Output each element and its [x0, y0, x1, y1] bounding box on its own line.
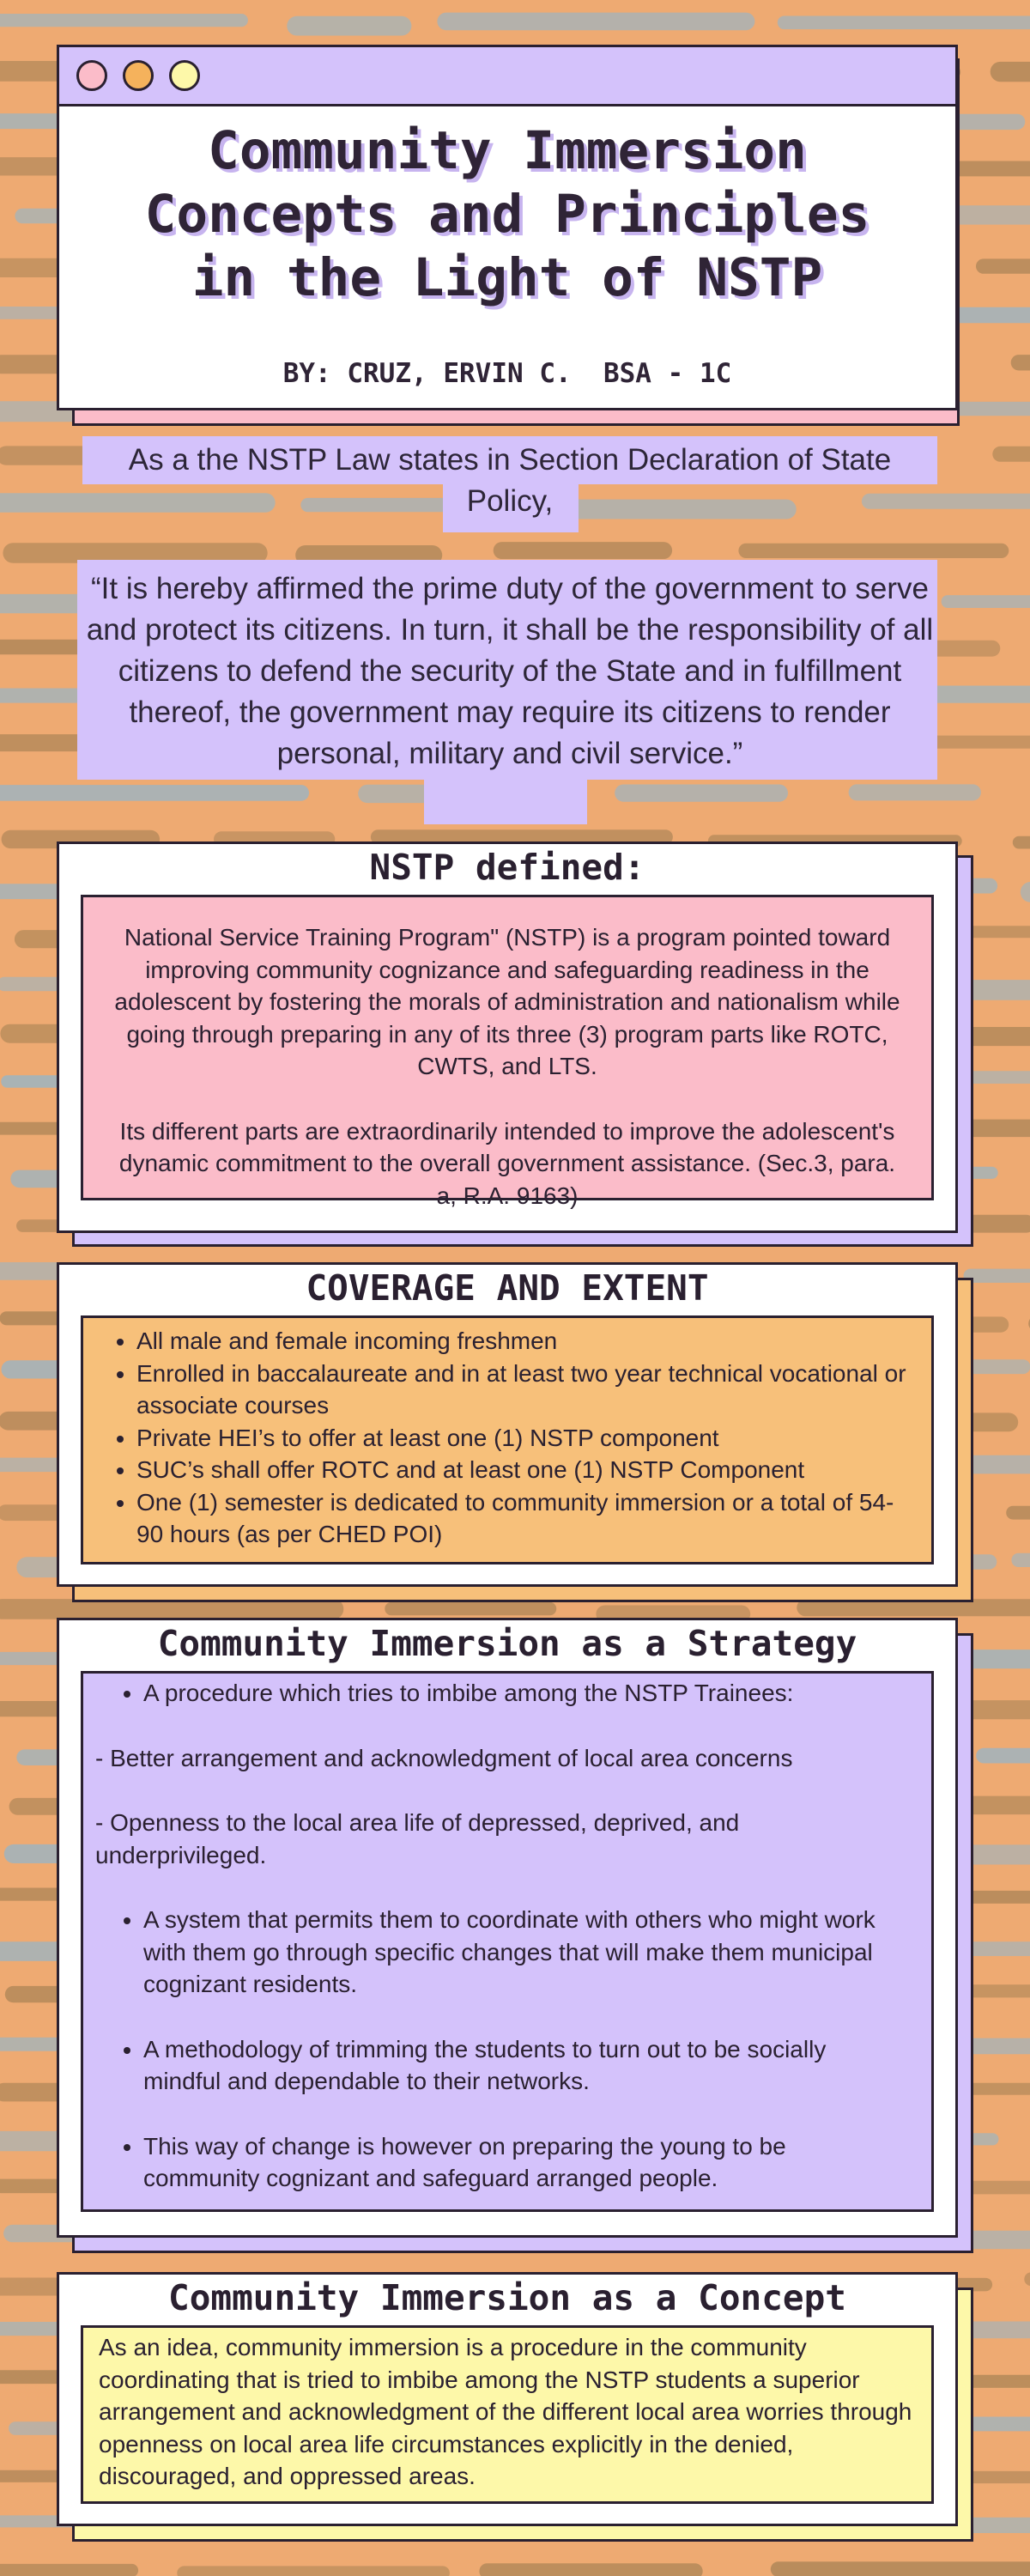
- coverage-body: All male and female incoming freshmen En…: [81, 1315, 934, 1564]
- brush-stroke: [861, 493, 1030, 509]
- list-item: SUC’s shall offer ROTC and at least one …: [136, 1454, 919, 1486]
- list-item: A methodology of trimming the students t…: [143, 2033, 906, 2098]
- strategy-list: This way of change is however on prepari…: [95, 2130, 906, 2195]
- page-title: Community Immersion Concepts and Princip…: [76, 119, 938, 310]
- brush-stroke: [0, 14, 248, 27]
- list-item: All male and female incoming freshmen: [136, 1325, 919, 1358]
- brush-stroke: [1024, 2272, 1030, 2287]
- concept-card: Community Immersion as a Concept As an i…: [57, 2272, 958, 2526]
- brush-stroke: [493, 542, 673, 559]
- brush-stroke: [1011, 1552, 1030, 1567]
- brush-stroke: [777, 15, 1030, 30]
- brush-stroke: [0, 688, 99, 703]
- coverage-title: COVERAGE AND EXTENT: [306, 1267, 709, 1309]
- brush-stroke: [0, 639, 95, 655]
- nstp-defined-body: National Service Training Program" (NSTP…: [81, 895, 934, 1209]
- strategy-card: Community Immersion as a Strategy A proc…: [57, 1618, 958, 2238]
- yellow-dot-icon: [169, 60, 200, 91]
- brush-stroke: [992, 446, 1030, 462]
- brush-stroke: [1020, 882, 1030, 902]
- strategy-list: A system that permits them to coordinate…: [95, 1904, 906, 2001]
- nstp-defined-card: NSTP defined: National Service Training …: [57, 841, 958, 1233]
- nstp-paragraph: National Service Training Program" (NSTP…: [114, 924, 900, 1079]
- brush-stroke: [976, 258, 1030, 274]
- nstp-paragraph: Its different parts are extraordinarily …: [118, 1117, 896, 1209]
- list-item: A system that permits them to coordinate…: [143, 1904, 906, 2001]
- intro-lead-highlight: [443, 484, 579, 532]
- brush-stroke: [848, 784, 981, 801]
- pink-dot-icon: [76, 60, 107, 91]
- window-title-bar: [59, 47, 955, 106]
- title-card-panel: Community Immersion Concepts and Princip…: [57, 45, 958, 410]
- brush-stroke: [0, 785, 310, 801]
- strategy-dash-item: - Better arrangement and acknowledgment …: [95, 1744, 793, 1771]
- brush-stroke: [1010, 355, 1030, 371]
- concept-title: Community Immersion as a Concept: [168, 2277, 846, 2318]
- title-line: in the Light of NSTP: [191, 247, 823, 308]
- brush-stroke: [770, 2561, 1030, 2576]
- intro-quote-highlight: [424, 773, 587, 824]
- brush-stroke: [921, 685, 1030, 703]
- strategy-list: A procedure which tries to imbibe among …: [95, 1677, 906, 1710]
- brush-stroke: [990, 61, 1030, 82]
- brush-stroke: [385, 1601, 557, 1616]
- brush-stroke: [0, 2563, 139, 2576]
- nstp-defined-title: NSTP defined:: [369, 847, 645, 888]
- brush-stroke: [177, 2566, 450, 2576]
- brush-stroke: [797, 1599, 1030, 1617]
- brush-stroke: [1006, 1505, 1030, 1520]
- brush-stroke: [976, 1747, 1030, 1764]
- list-item: This way of change is however on prepari…: [143, 2130, 906, 2195]
- list-item: Private HEI’s to offer at least one (1) …: [136, 1422, 919, 1455]
- brush-stroke: [963, 1268, 1030, 1283]
- intro-quote: “It is hereby affirmed the prime duty of…: [86, 572, 934, 770]
- brush-stroke: [964, 1071, 1030, 1084]
- title-line: Community Immersion: [208, 120, 807, 181]
- list-item: One (1) semester is dedicated to communi…: [136, 1486, 919, 1551]
- brush-stroke: [1012, 835, 1030, 849]
- strategy-list: A methodology of trimming the students t…: [95, 2033, 906, 2098]
- strategy-title: Community Immersion as a Strategy: [157, 1623, 857, 1664]
- brush-stroke: [738, 543, 1009, 558]
- strategy-dash-item: - Openness to the local area life of dep…: [95, 1809, 740, 1868]
- title-card: Community Immersion Concepts and Princip…: [57, 45, 958, 410]
- concept-body: As an idea, community immersion is a pro…: [81, 2325, 934, 2504]
- brush-stroke: [370, 829, 673, 845]
- intro-lead-highlight: [82, 436, 937, 484]
- brush-stroke: [966, 1890, 1030, 1904]
- brush-stroke: [479, 2563, 703, 2576]
- brush-stroke: [941, 595, 1030, 608]
- list-item: Enrolled in baccalaureate and in at leas…: [136, 1358, 919, 1422]
- intro-lead: As a the NSTP Law states in Section Decl…: [128, 443, 892, 518]
- list-item: A procedure which tries to imbibe among …: [143, 1677, 906, 1710]
- title-line: Concepts and Principles: [144, 184, 870, 245]
- brush-stroke: [437, 12, 755, 31]
- concept-text: As an idea, community immersion is a pro…: [99, 2334, 912, 2489]
- coverage-list: All male and female incoming freshmen En…: [83, 1325, 919, 1551]
- brush-stroke: [0, 493, 276, 513]
- brush-stroke: [3, 543, 268, 563]
- intro-quote-highlight: [77, 560, 937, 780]
- orange-dot-icon: [123, 60, 154, 91]
- coverage-card: COVERAGE AND EXTENT All male and female …: [57, 1262, 958, 1587]
- strategy-body: A procedure which tries to imbibe among …: [81, 1671, 934, 2212]
- brush-stroke: [287, 15, 412, 36]
- brush-stroke: [615, 784, 788, 802]
- brush-stroke: [520, 499, 797, 519]
- brush-stroke: [0, 1599, 344, 1619]
- author-byline: BY: CRUZ, ERVIN C. BSA - 1C: [282, 358, 732, 389]
